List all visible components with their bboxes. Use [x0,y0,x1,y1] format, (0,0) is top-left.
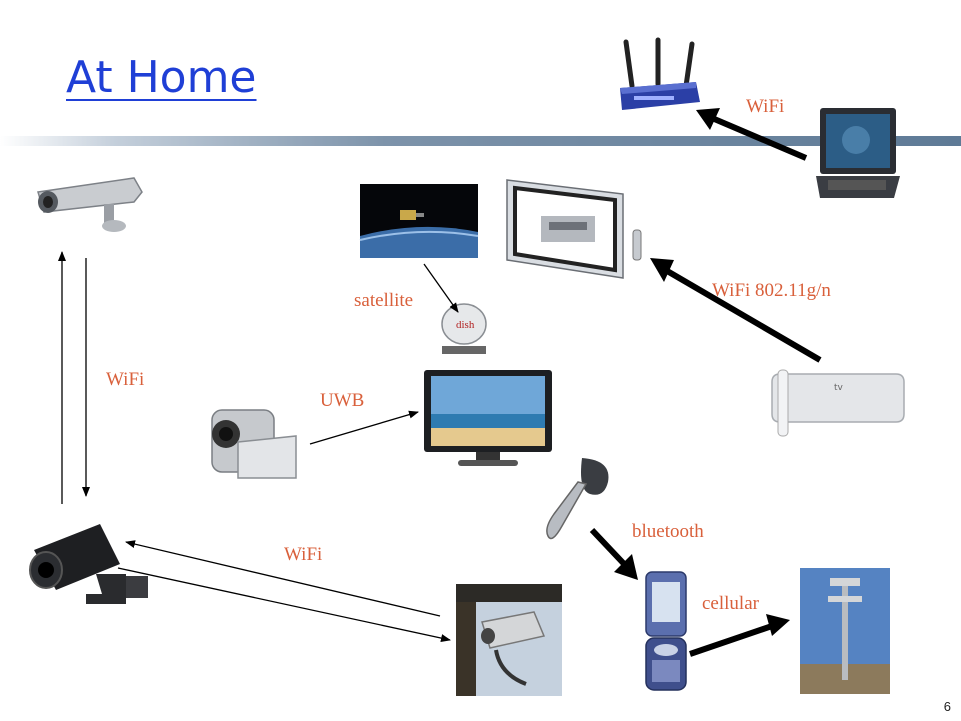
wireless-router-icon [612,36,704,116]
outdoor-camera-icon [456,584,562,696]
phone-to-tower-arrow [689,614,790,657]
headset-to-phone-arrow [589,527,638,580]
security-camera-icon [37,177,143,232]
laptop-to-router-arrow [696,108,808,161]
apple-tv-icon: tv [771,369,905,437]
appletv-to-stereo-arrow [650,258,822,363]
mobile-phone-icon [645,571,687,691]
svg-text:tv: tv [834,383,844,393]
satellite-earth-icon [359,184,479,258]
bluetooth-headset-icon [546,458,609,540]
camera-to-outdoor-arrow [117,567,451,643]
outdoor-to-camera-arrow [125,540,441,617]
stereo-system-icon [506,179,642,279]
label-satellite: satellite [354,290,414,311]
title-divider [0,136,961,146]
satellite-dish-icon: dish [441,303,487,354]
label-wifi-bottom: WiFi [284,544,323,565]
slide-title: At Home [66,52,257,103]
label-uwb: UWB [320,390,365,411]
cell-tower-icon [800,568,890,694]
label-wifi-left: WiFi [106,369,145,390]
laptop-icon [816,108,900,198]
label-bluetooth: bluetooth [632,521,704,542]
camcorder-to-tv-arrow [309,410,419,445]
svg-text:dish: dish [456,319,475,331]
label-wifi-stereo: WiFi 802.11g/n [712,280,831,301]
label-wifi-router: WiFi [746,96,785,117]
page-number: 6 [943,699,951,714]
satellite-to-dish-arrow [423,263,459,313]
label-cellular: cellular [702,593,759,614]
bullet-camera-icon [29,524,148,604]
camcorder-icon [211,409,297,479]
television-icon [424,370,552,466]
